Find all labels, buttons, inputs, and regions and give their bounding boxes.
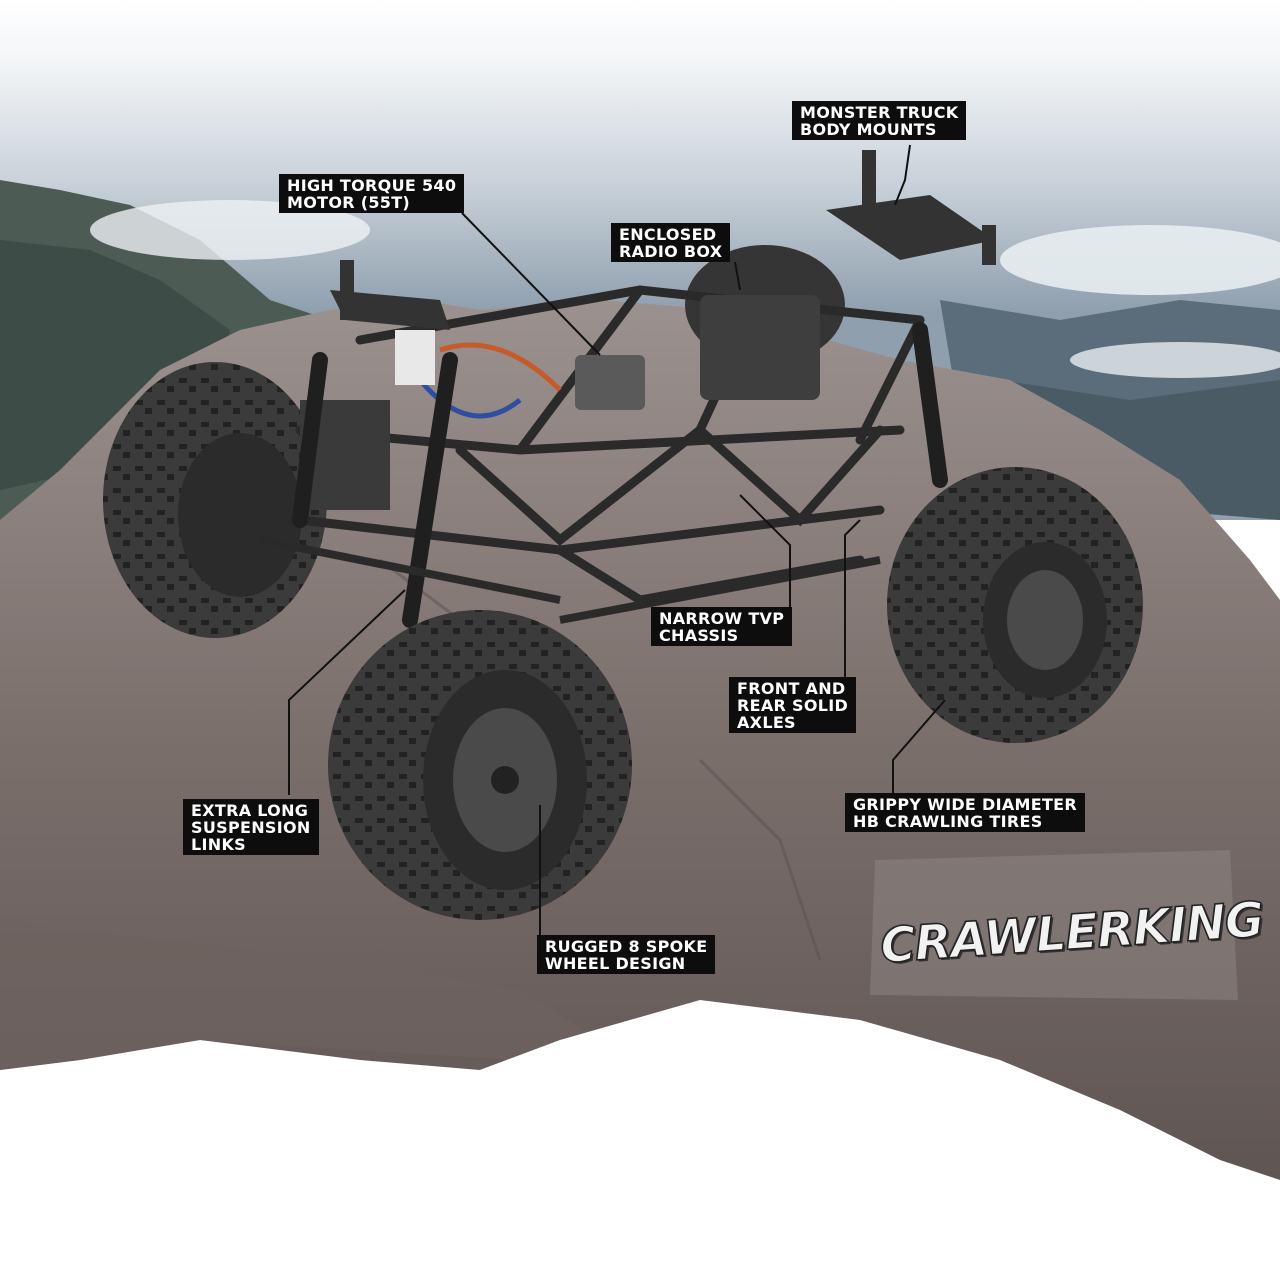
callout-monster-truck-body-mounts: MONSTER TRUCK BODY MOUNTS xyxy=(792,101,967,140)
connector xyxy=(395,330,435,385)
logo-backdrop xyxy=(870,850,1238,1000)
rear-left-tire xyxy=(103,362,327,638)
callout-leader-lines xyxy=(288,144,946,942)
body-mount-plate xyxy=(330,150,996,330)
callout-grippy-crawling-tires: GRIPPY WIDE DIAMETER HB CRAWLING TIRES xyxy=(845,793,1086,832)
suspension-links xyxy=(259,536,881,624)
callout-rugged-8-spoke-wheel: RUGGED 8 SPOKE WHEEL DESIGN xyxy=(537,935,716,974)
front-left-tire xyxy=(328,610,632,920)
callout-enclosed-radio-box: ENCLOSED RADIO BOX xyxy=(611,223,731,262)
shock-absorbers xyxy=(292,322,948,628)
motor xyxy=(575,355,645,410)
callout-front-rear-solid-axles: FRONT AND REAR SOLID AXLES xyxy=(729,677,857,733)
front-right-tire xyxy=(887,467,1143,743)
radio-box xyxy=(700,295,820,400)
callout-high-torque-motor: HIGH TORQUE 540 MOTOR (55T) xyxy=(279,174,465,213)
callout-narrow-tvp-chassis: NARROW TVP CHASSIS xyxy=(651,607,793,646)
callout-extra-long-suspension-links: EXTRA LONG SUSPENSION LINKS xyxy=(183,799,319,855)
